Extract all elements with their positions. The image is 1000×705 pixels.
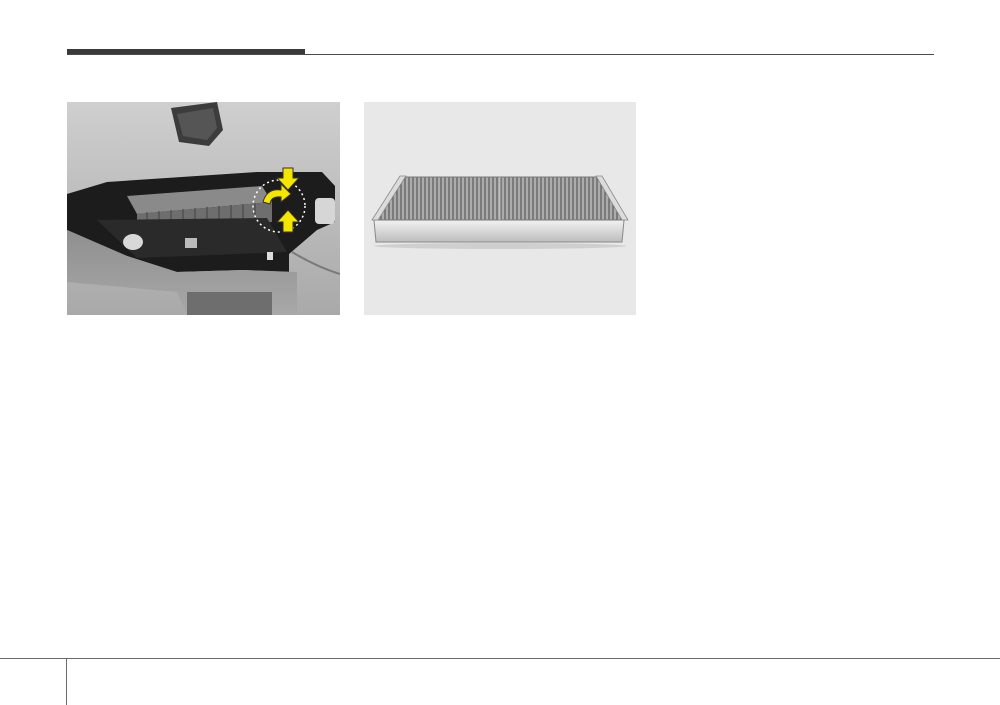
cabin-air-filter-illustration — [364, 102, 636, 315]
footer-margin-tick — [66, 658, 67, 705]
header-accent-bar — [67, 49, 305, 55]
filter-housing-drawing — [67, 102, 340, 315]
filter-pleats — [373, 176, 625, 221]
header-rule — [67, 54, 934, 55]
up-arrow-icon — [275, 209, 301, 233]
filter-frame — [373, 219, 625, 243]
air-filter-drawing — [371, 175, 629, 249]
filter-housing-photo — [67, 102, 340, 315]
side-latch — [315, 198, 335, 224]
knob — [123, 234, 143, 250]
footer-rule — [0, 658, 1000, 659]
down-arrow-icon — [275, 167, 301, 191]
rotate-arrow-icon — [262, 182, 292, 205]
